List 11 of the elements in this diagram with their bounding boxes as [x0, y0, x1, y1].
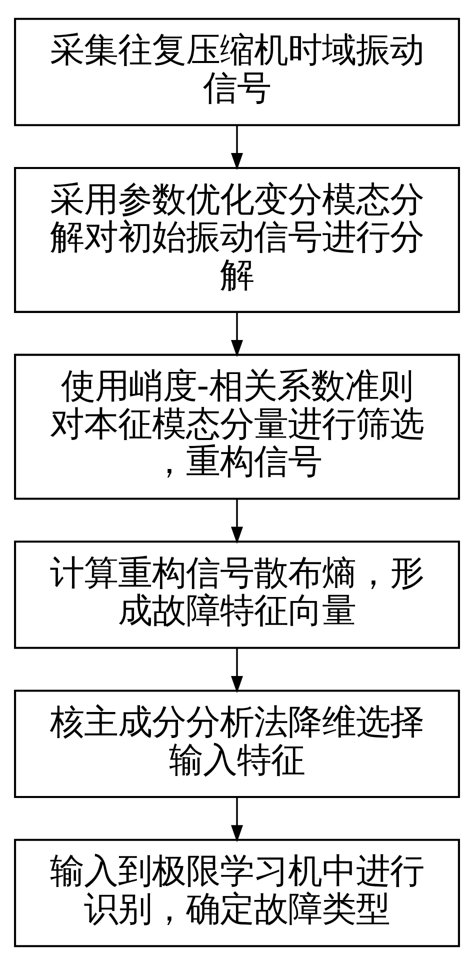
node-box: 计算重构信号散布熵，形成故障特征向量: [14, 540, 460, 649]
node-box: 核主成分分析法降维选择输入特征: [14, 690, 460, 798]
arrow: [231, 648, 243, 694]
node-box: 采用参数优化变分模态分解对初始振动信号进行分解: [14, 166, 460, 313]
arrow: [231, 125, 243, 170]
arrow: [231, 312, 243, 358]
arrow: [231, 499, 243, 544]
node-box: 输入到极限学习机中进行识别，确定故障类型: [14, 838, 460, 948]
arrow: [231, 797, 243, 842]
node-box: 采集往复压缩机时域振动信号: [14, 18, 460, 126]
node-box: 使用峭度-相关系数准则对本征模态分量进行筛选，重构信号: [14, 354, 460, 500]
